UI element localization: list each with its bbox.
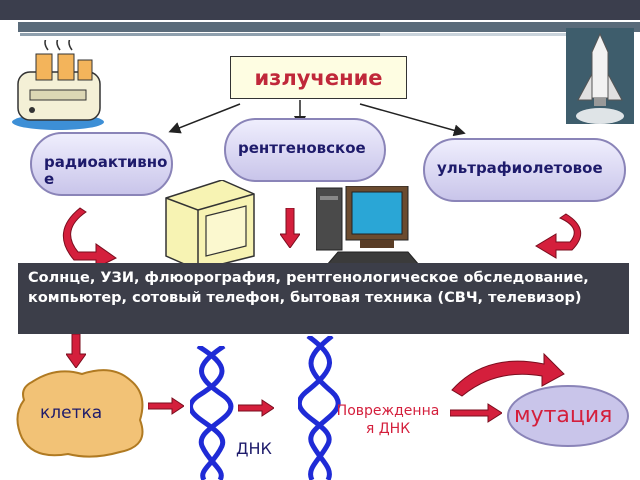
curved-arrow-right — [535, 213, 582, 259]
toaster-icon — [12, 40, 104, 130]
curved-arrow-left — [62, 207, 117, 268]
arrow-damaged-mutation — [450, 403, 502, 423]
dna-helix-icon — [190, 346, 234, 480]
damaged-dna-label: Поврежденная ДНК — [336, 403, 440, 437]
sources-text: Солнце, УЗИ, флюорография, рентгенологич… — [28, 270, 589, 306]
space-shuttle-icon — [566, 28, 634, 124]
top-stripe-dark — [20, 33, 380, 36]
mutation-shape — [507, 385, 629, 447]
title-box: излучение — [230, 56, 407, 99]
computer-icon — [316, 186, 422, 267]
damaged-dna-helix-icon — [298, 336, 341, 480]
type-xray: рентгеновское — [224, 118, 386, 182]
type-xray-label: рентгеновское — [238, 139, 366, 157]
down-arrow-cell — [66, 334, 86, 368]
dna-label: ДНК — [236, 439, 272, 458]
top-stripe — [18, 22, 640, 32]
sources-box: Солнце, УЗИ, флюорография, рентгенологич… — [18, 263, 629, 334]
top-bar — [0, 0, 640, 20]
type-radioactive: радиоактивное — [30, 132, 173, 196]
cell-shape — [16, 369, 144, 458]
arrow-dna-damaged — [238, 399, 274, 417]
curved-arrow-mutation — [451, 352, 565, 397]
top-stripe-light — [380, 33, 620, 36]
down-arrow-middle — [280, 208, 300, 248]
arrow-cell-dna — [148, 397, 184, 415]
cell-label: клетка — [40, 403, 103, 423]
type-radioactive-label: радиоактивное — [44, 153, 168, 188]
type-ultraviolet-label: ультрафиолетовое — [437, 159, 603, 177]
monitor-icon — [165, 180, 255, 270]
mutation-label: мутация — [514, 403, 613, 428]
title-text: излучение — [254, 65, 383, 90]
type-ultraviolet: ультрафиолетовое — [423, 138, 626, 202]
